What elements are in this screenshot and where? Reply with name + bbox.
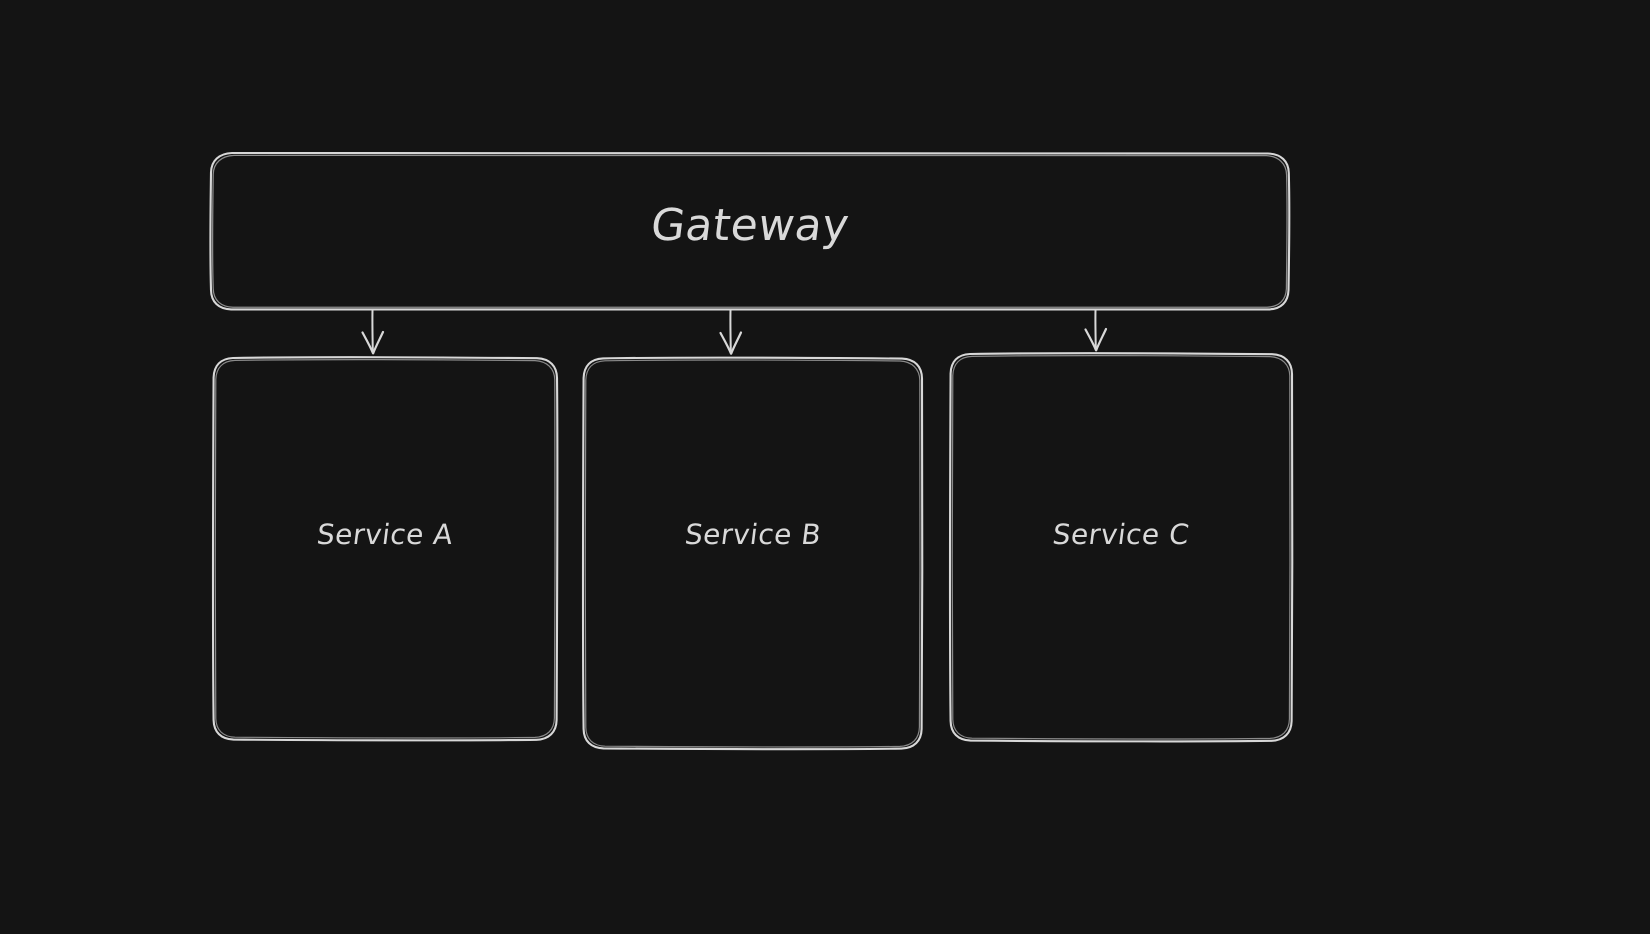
gateway-box-outline [209,150,1291,312]
node-service-c[interactable] [948,352,1294,743]
service-b-box-outline [581,356,924,751]
arrowhead-gateway-service-a [361,331,375,355]
edge-gateway-to-service-c [1084,309,1108,352]
service-a-box-outline [211,356,559,742]
arrowhead-gateway-service-a-right [372,330,385,355]
edge-gateway-to-service-a [361,309,385,355]
node-label-gateway: Gateway [647,200,853,251]
node-service-b[interactable] [581,356,924,751]
service-c-box-outline-sketch [951,355,1291,740]
node-label-service-b: Service B [682,518,824,551]
node-service-a[interactable] [211,356,559,742]
node-label-service-c: Service C [1050,518,1192,551]
arrowhead-gateway-service-b-right [730,331,743,355]
service-a-box-outline-sketch [214,359,556,739]
arrowhead-gateway-service-b [719,331,733,355]
edge-gateway-to-service-b [719,309,743,355]
node-label-service-a: Service A [315,518,456,551]
arrowhead-gateway-service-c [1084,328,1098,352]
arrowhead-gateway-service-c-right [1095,327,1108,352]
service-b-box-outline-sketch [584,359,921,748]
service-c-box-outline [948,352,1294,743]
